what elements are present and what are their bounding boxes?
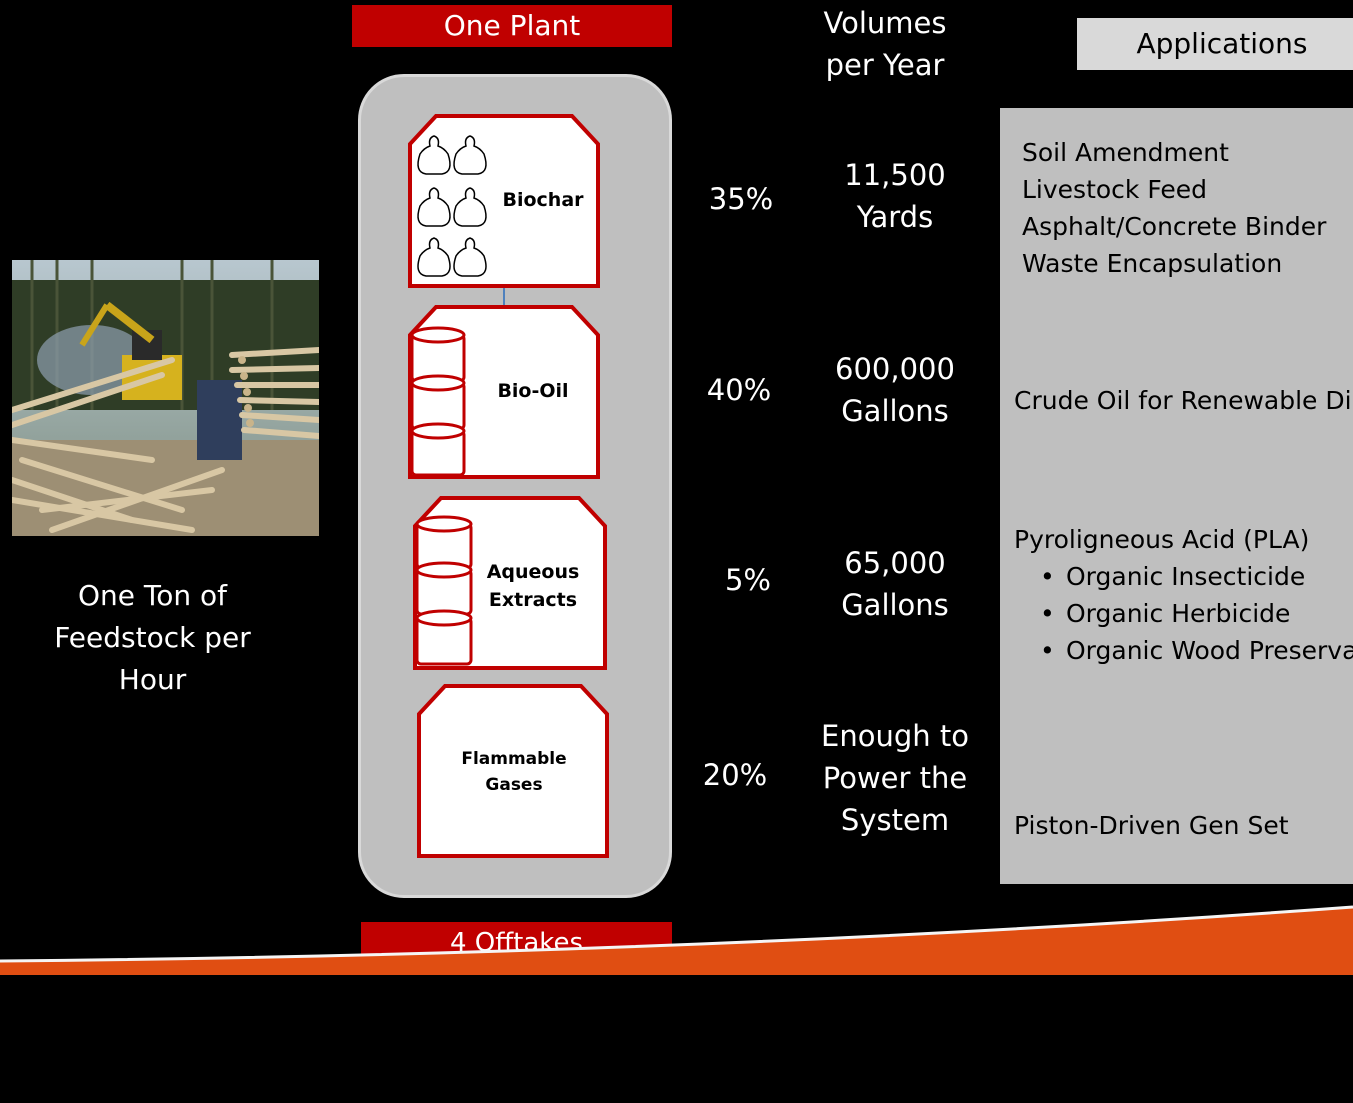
aqueous-shape bbox=[413, 496, 607, 670]
biochar-product: Biochar bbox=[408, 114, 600, 288]
application-item: Crude Oil for Renewable Di bbox=[1014, 386, 1352, 415]
bio-oil-applications: Crude Oil for Renewable Di bbox=[1014, 382, 1353, 419]
orange-swoosh bbox=[0, 905, 1353, 975]
biochar-bag-icon bbox=[417, 135, 487, 277]
bio-oil-label: Bio-Oil bbox=[497, 380, 569, 402]
aqueous-extracts-product: Aqueous Extracts bbox=[413, 496, 607, 670]
applications-header: Applications bbox=[1077, 18, 1353, 70]
application-item: Livestock Feed bbox=[1022, 175, 1207, 204]
application-item: Waste Encapsulation bbox=[1022, 249, 1283, 278]
gases-shape bbox=[417, 684, 609, 858]
barrel-icon bbox=[415, 515, 473, 666]
bio-oil-percent: 40% bbox=[706, 373, 772, 407]
gases-label: Flammable Gases bbox=[461, 749, 567, 795]
bio-oil-shape bbox=[408, 305, 600, 479]
aqueous-label: Aqueous Extracts bbox=[486, 561, 580, 611]
application-item: Asphalt/Concrete Binder bbox=[1022, 212, 1327, 241]
biochar-applications: Soil Amendment Livestock Feed Asphalt/Co… bbox=[1022, 134, 1326, 282]
gases-volume: Enough to Power the System bbox=[821, 719, 969, 837]
application-bullet: Organic Wood Preserva bbox=[1014, 632, 1353, 669]
biochar-shape bbox=[408, 114, 600, 288]
biochar-volume: 11,500 Yards bbox=[844, 158, 946, 234]
application-item: Pyroligneous Acid (PLA) bbox=[1014, 525, 1310, 554]
biochar-label: Biochar bbox=[502, 189, 584, 211]
feedstock-label: One Ton of Feedstock per Hour bbox=[54, 579, 251, 696]
volumes-header: Volumes per Year bbox=[823, 6, 947, 82]
flammable-gases-product: Flammable Gases bbox=[417, 684, 609, 858]
application-item: Piston-Driven Gen Set bbox=[1014, 811, 1289, 840]
gases-percent: 20% bbox=[702, 758, 768, 792]
connector-line bbox=[503, 288, 505, 312]
bio-oil-volume: 600,000 Gallons bbox=[835, 352, 955, 428]
application-item: Turbine Driven Generator bbox=[1014, 1033, 1331, 1062]
aqueous-percent: 5% bbox=[724, 563, 771, 597]
bio-oil-product: Bio-Oil bbox=[408, 305, 600, 479]
application-bullet: Organic Insecticide bbox=[1014, 558, 1353, 595]
barrel-icon bbox=[410, 326, 466, 477]
applications-panel bbox=[1000, 108, 1353, 884]
logging-photo bbox=[12, 260, 319, 536]
application-item: Soil Amendment bbox=[1022, 138, 1229, 167]
aqueous-volume: 65,000 Gallons bbox=[841, 546, 949, 622]
aqueous-applications: Pyroligneous Acid (PLA) Organic Insectic… bbox=[1014, 521, 1353, 669]
one-plant-banner: One Plant bbox=[352, 5, 672, 47]
biochar-percent: 35% bbox=[708, 182, 774, 216]
application-bullet: Organic Herbicide bbox=[1014, 595, 1353, 632]
